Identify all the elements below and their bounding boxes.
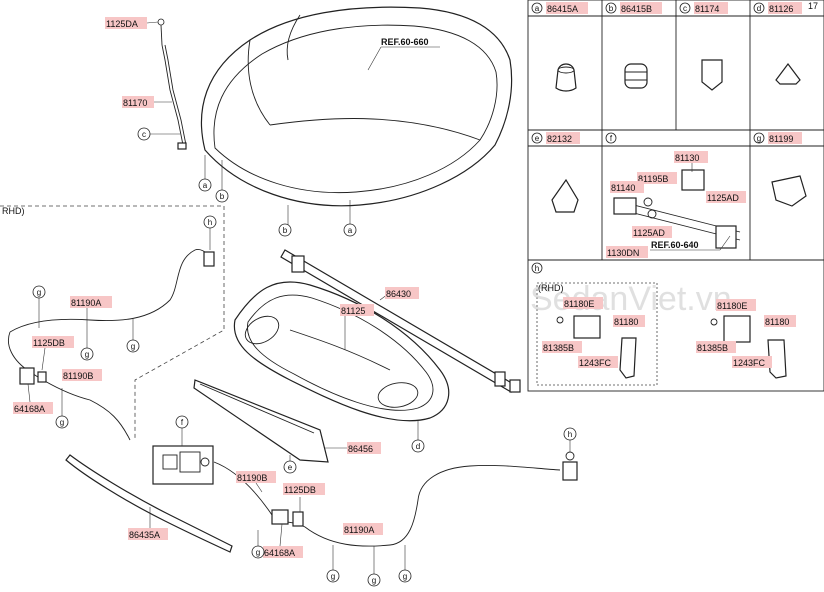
clip-81174-icon (701, 59, 723, 91)
label-1125DB-top: 1125DB (33, 338, 65, 348)
label-86435A: 86435A (129, 530, 160, 540)
callout-e: e (288, 463, 293, 472)
callout-g-bot2: g (331, 572, 335, 581)
label-86456: 86456 (348, 444, 373, 454)
table-f-81130: 81130 (675, 153, 699, 163)
rhd-region: RHD) (0, 205, 225, 441)
callout-h-rhd: h (208, 218, 212, 227)
table-callout-f: f (610, 134, 613, 143)
callout-g-rhd3: g (131, 342, 135, 351)
label-64168A-top: 64168A (14, 404, 45, 414)
table-part-86415B: 86415B (621, 4, 652, 14)
label-81190A-top: 81190A (71, 298, 101, 308)
weatherstrip-86430 (280, 249, 521, 393)
label-81190A-bottom: 81190A (344, 525, 374, 535)
callout-g-bot3: g (372, 576, 376, 585)
table-h-left-81385B: 81385B (543, 343, 574, 353)
table-h-left-81180E: 81180E (564, 299, 594, 309)
table-h-left-81180: 81180 (614, 317, 638, 327)
table-f-1125AD-a: 1125AD (707, 193, 739, 203)
table-callout-d: d (757, 4, 761, 13)
table-part-81126: 81126 (769, 4, 793, 14)
callout-g-bot1: g (256, 548, 260, 557)
part-labels: 1125DA 81170 81190A 1125DB 81190B 64168A… (13, 17, 419, 558)
hood-stay-rod (147, 18, 187, 150)
rhd-label: RHD) (2, 206, 25, 216)
bumper-82132-icon (551, 178, 579, 213)
bracket-81199-icon (771, 175, 807, 207)
table-callout-g: g (757, 134, 761, 143)
table-f-1125AD-b: 1125AD (633, 228, 665, 238)
safety-hook-right-icon (710, 315, 787, 379)
table-callout-b: b (609, 4, 614, 13)
hood-insulator (233, 281, 450, 440)
hood-release-cable-bottom (213, 440, 578, 575)
diagram-callouts: c a b b a h g g g g d e f h g g g g (32, 127, 577, 587)
parts-table (527, 0, 824, 392)
ref-hood-label: REF.60-660 (381, 37, 429, 47)
rhd-box-label: (RHD) (538, 283, 564, 293)
table-h-left-1243FC: 1243FC (579, 358, 612, 368)
callout-g-rhd4: g (60, 418, 64, 427)
ref-latch-label: REF.60-640 (651, 240, 699, 250)
table-f-1130DN: 1130DN (607, 248, 639, 258)
table-part-81199: 81199 (769, 134, 793, 144)
callout-g-bot4: g (403, 572, 407, 581)
table-callout-e: e (535, 134, 540, 143)
table-f-81140: 81140 (611, 183, 635, 193)
table-callout-c: c (683, 4, 687, 13)
table-h-right-81180E: 81180E (717, 301, 747, 311)
hood-panel: REF.60-660 (200, 6, 513, 226)
callout-c: c (142, 130, 146, 139)
label-1125DA: 1125DA (106, 19, 138, 29)
label-1125DB-bottom: 1125DB (284, 485, 316, 495)
moulding-86435A (65, 454, 233, 553)
bumper-86415B-icon (624, 63, 648, 89)
table-headers: a 86415A b 86415B c 81174 d 81126 e 8213… (531, 2, 802, 368)
label-81190B-bottom: 81190B (237, 473, 267, 483)
clip-81126-icon (775, 63, 801, 85)
label-81170: 81170 (123, 98, 147, 108)
label-64168A-bottom: 64168A (264, 548, 295, 558)
table-part-81174: 81174 (695, 4, 719, 14)
callout-f: f (181, 418, 184, 427)
callout-g-rhd1: g (37, 288, 41, 297)
safety-hook-left-icon (556, 315, 637, 379)
latch-81130-group-icon (613, 169, 741, 249)
label-81125: 81125 (341, 306, 365, 316)
corner-text: 17 (808, 1, 818, 11)
callout-a-hood1: a (203, 181, 208, 190)
callout-d: d (416, 442, 420, 451)
table-f-81195B: 81195B (638, 174, 668, 184)
hood-latch-assembly (152, 428, 214, 485)
seal-86456 (193, 379, 348, 463)
table-h-right-1243FC: 1243FC (733, 358, 766, 368)
label-86430: 86430 (386, 289, 411, 299)
table-h-right-81180: 81180 (765, 317, 789, 327)
table-callout-a: a (535, 4, 540, 13)
table-part-82132: 82132 (547, 134, 572, 144)
callout-b-hood1: b (220, 192, 225, 201)
label-81190B-top: 81190B (63, 371, 93, 381)
callout-h-bottom: h (568, 430, 572, 439)
table-h-right-81385B: 81385B (697, 343, 728, 353)
table-callout-h: h (535, 264, 539, 273)
table-part-86415A: 86415A (547, 4, 578, 14)
callout-b-hood2: b (283, 226, 288, 235)
callout-a-hood2: a (348, 226, 353, 235)
callout-g-rhd2: g (85, 350, 89, 359)
